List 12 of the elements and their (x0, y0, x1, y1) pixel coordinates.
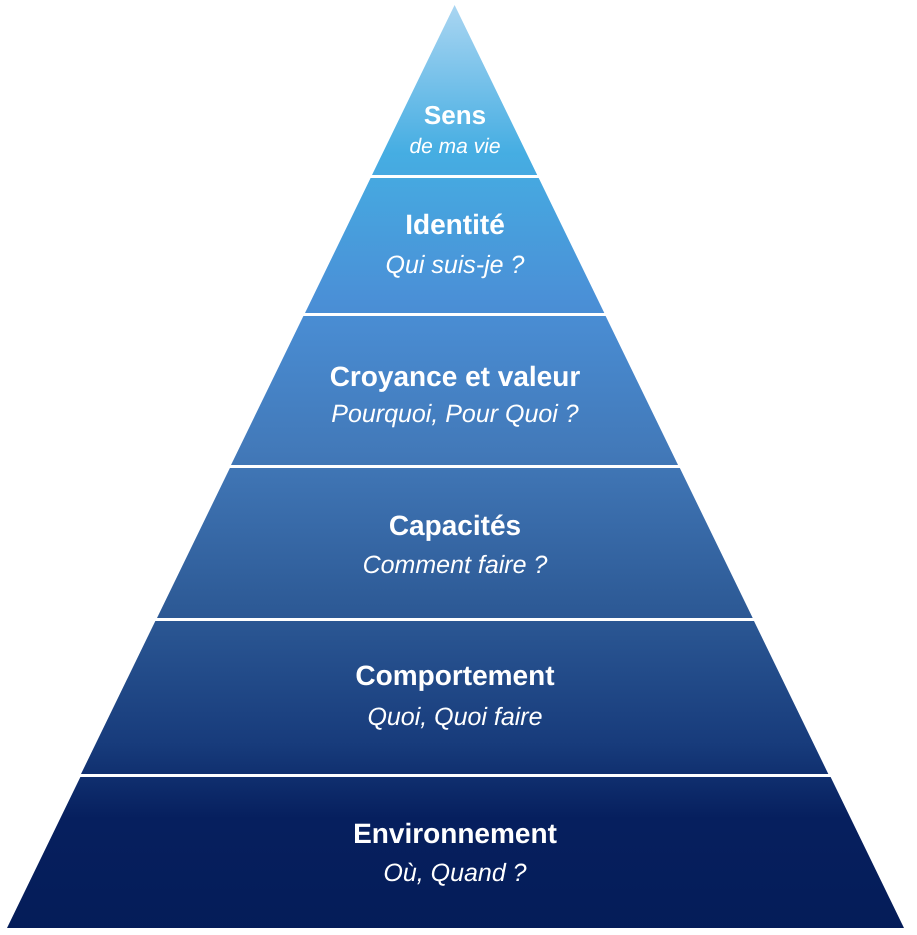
level-heading: Sens (422, 101, 488, 132)
level-heading: Croyance et valeur (328, 361, 582, 394)
level-heading: Capacités (388, 510, 522, 542)
level-heading: Comportement (354, 660, 556, 692)
level-heading: Environnement (352, 818, 558, 850)
level-question: de ma vie (408, 135, 502, 160)
level-question: Où, Quand ? (382, 859, 528, 888)
level-question: Quoi, Quoi faire (366, 703, 544, 732)
level-question: Pourquoi, Pour Quoi ? (330, 400, 580, 429)
level-heading: Identité (404, 209, 506, 242)
level-question: Comment faire ? (362, 551, 548, 580)
level-question: Qui suis-je ? (384, 251, 526, 280)
